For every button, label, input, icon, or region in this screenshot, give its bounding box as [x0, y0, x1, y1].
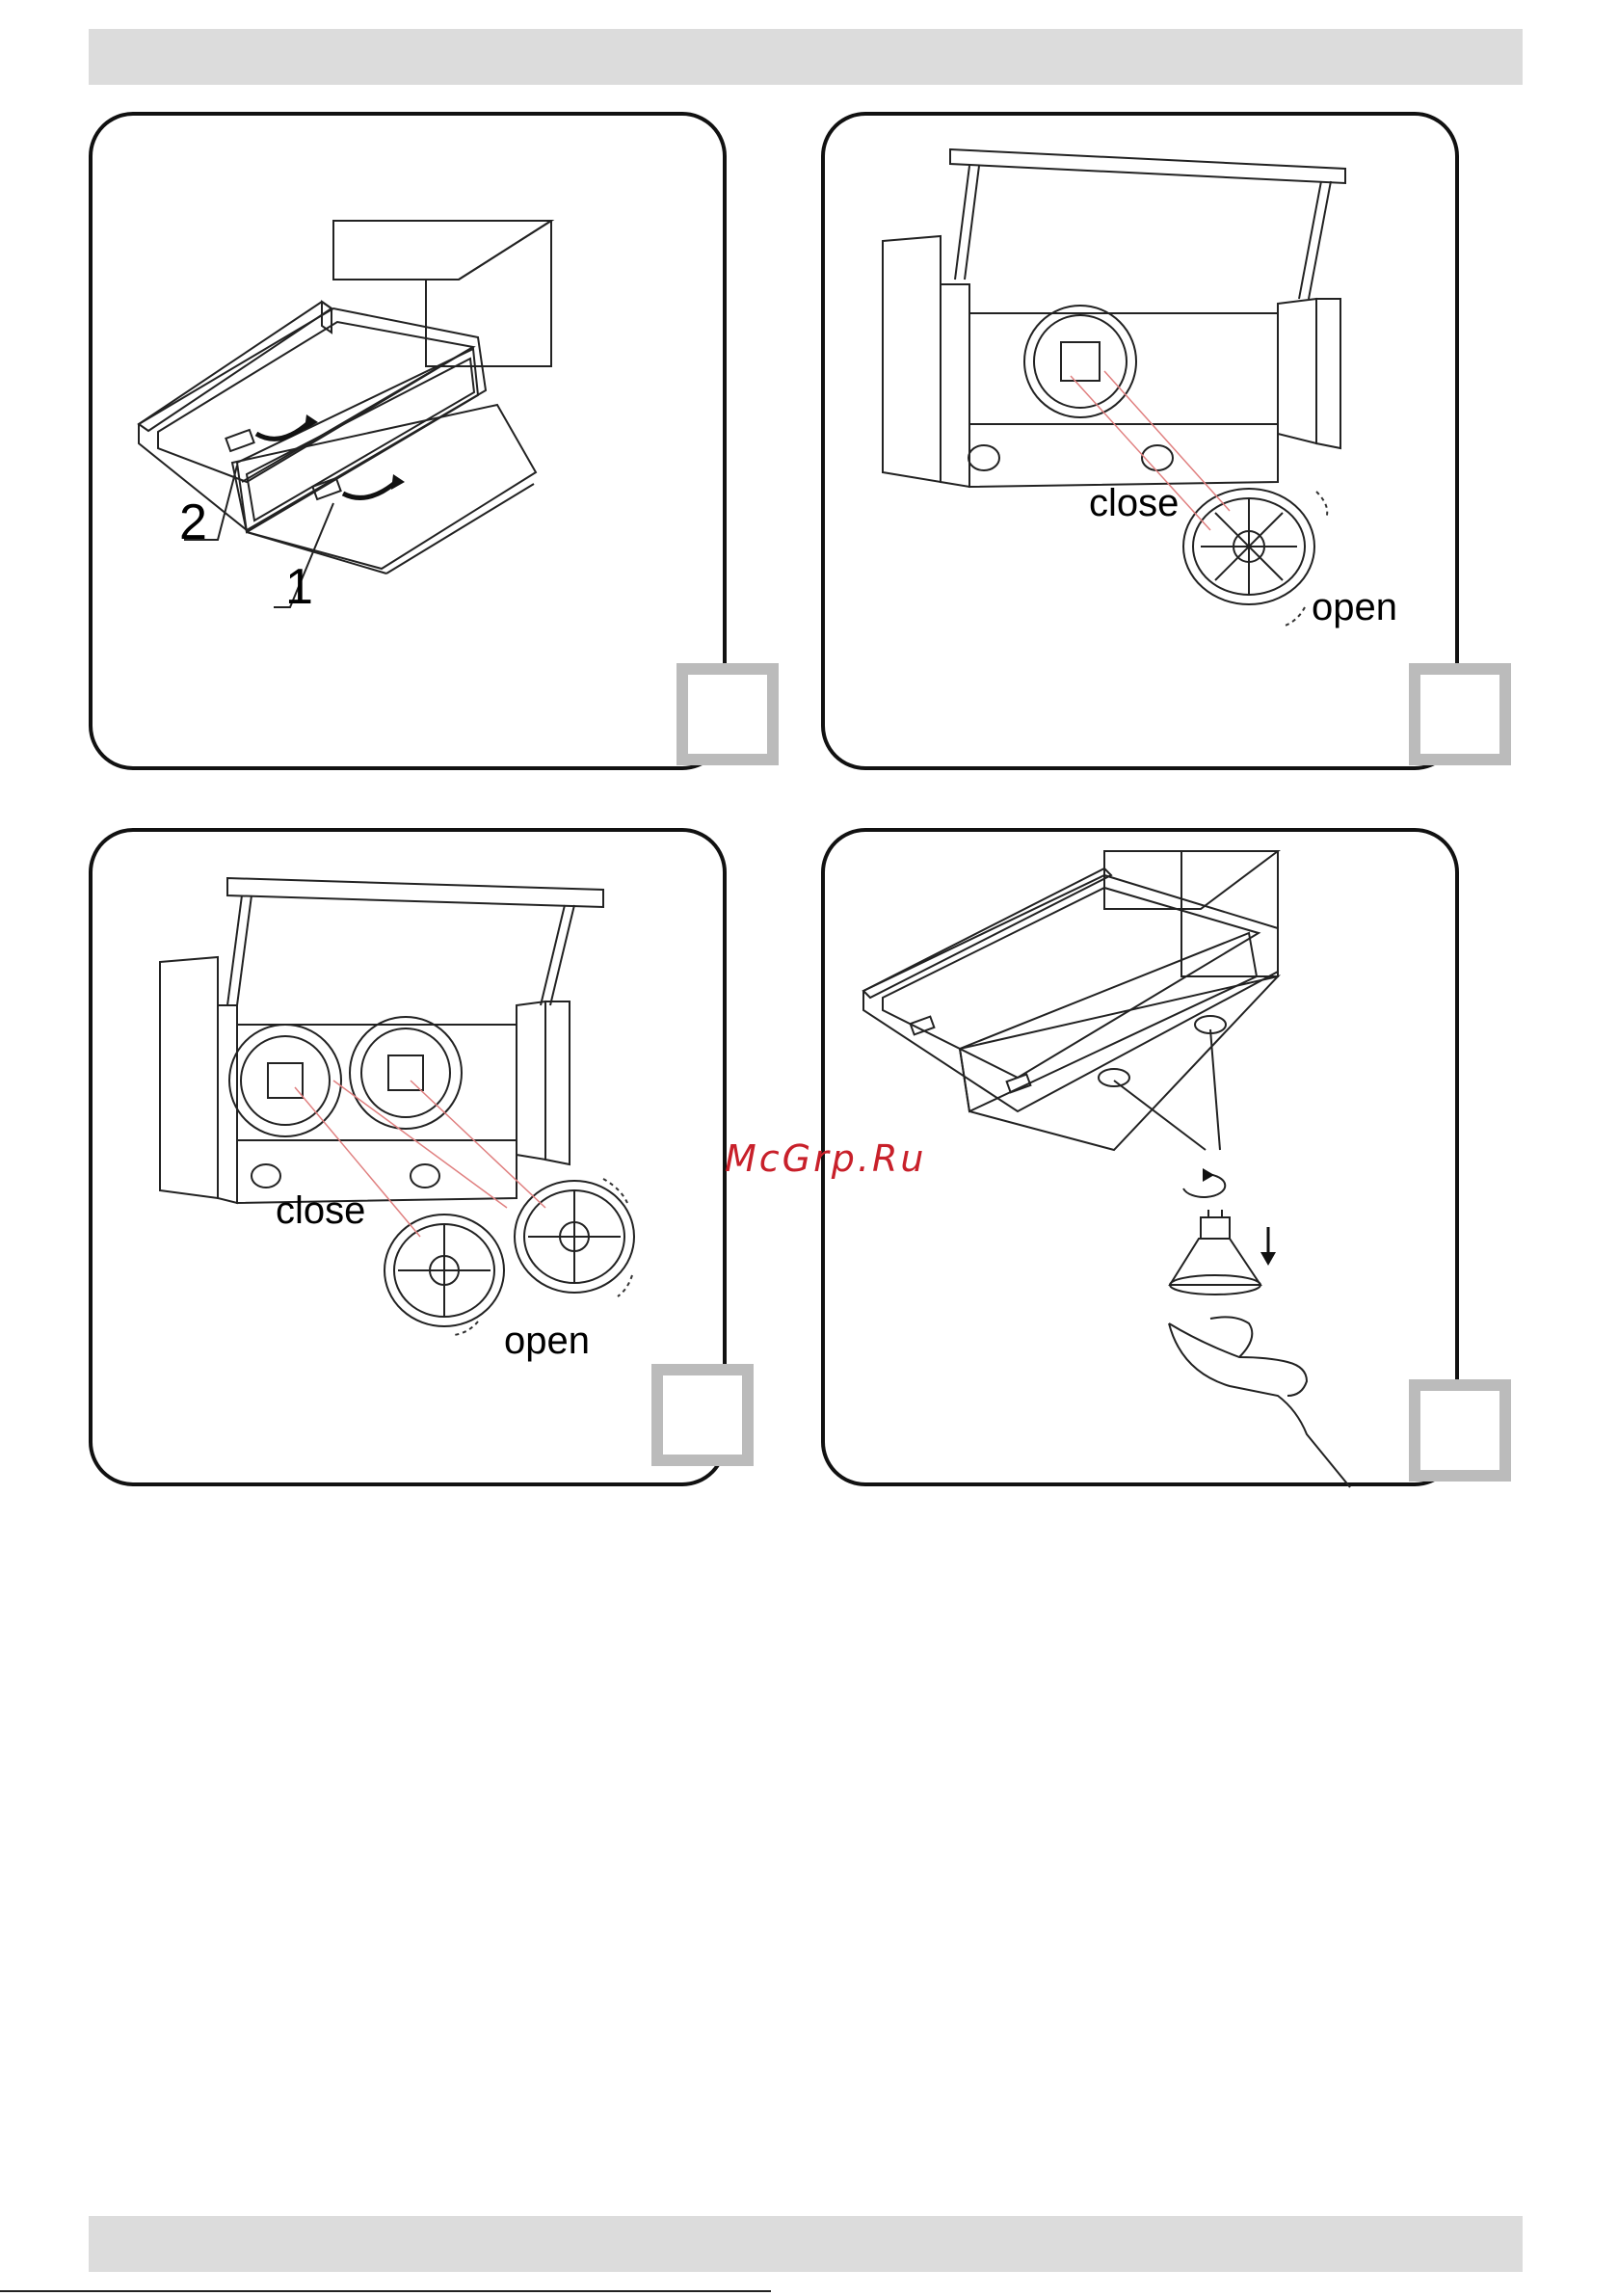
figure-panel-dual-carbon-filter: close open — [89, 828, 727, 1486]
step-marker-box — [1409, 1379, 1511, 1482]
figure-panel-grease-filter: 2 1 — [89, 112, 727, 770]
hood-filter-illustration — [93, 116, 730, 774]
figure-panel-single-carbon-filter: close open — [821, 112, 1459, 770]
callout-number-1: 1 — [285, 562, 313, 612]
callout-number-2: 2 — [179, 497, 207, 547]
hood-carbon-filter-dual-illustration — [93, 832, 730, 1490]
close-label: close — [1089, 484, 1179, 522]
header-bar — [89, 29, 1523, 85]
footer-rule — [0, 2290, 771, 2292]
close-label: close — [276, 1191, 365, 1230]
step-marker-box — [651, 1364, 754, 1466]
step-marker-box — [676, 663, 779, 765]
hood-carbon-filter-single-illustration — [825, 116, 1463, 774]
step-marker-box — [1409, 663, 1511, 765]
open-label: open — [504, 1322, 590, 1360]
open-label: open — [1312, 588, 1397, 627]
footer-bar — [89, 2216, 1523, 2272]
watermark-text: McGrp.Ru — [725, 1137, 926, 1180]
